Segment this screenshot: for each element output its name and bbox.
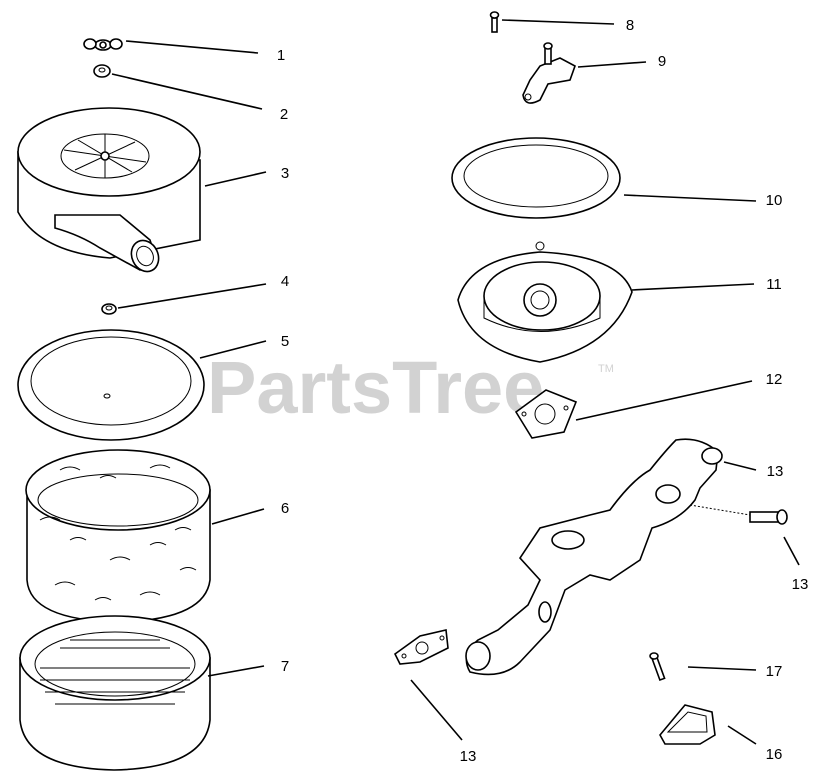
- callout-9: 9: [658, 53, 666, 70]
- part-1-wing-nut: [83, 38, 123, 51]
- callout-16: 16: [766, 746, 783, 763]
- part-13-manifold: [465, 438, 723, 676]
- part-6-foam-element: [25, 449, 211, 623]
- callout-11: 11: [766, 276, 782, 293]
- watermark-tm: TM: [598, 363, 614, 375]
- part-11-base-plate: [457, 241, 633, 363]
- watermark: PartsTree: [207, 346, 544, 429]
- callout-5: 5: [281, 333, 289, 350]
- part-13-bolt: [689, 504, 788, 525]
- callout-12: 12: [766, 371, 783, 388]
- part-3-air-cleaner-cover: [17, 107, 201, 273]
- part-8-screw: [489, 11, 500, 33]
- callout-17: 17: [766, 663, 783, 680]
- callout-3: 3: [281, 165, 289, 182]
- callout-1: 1: [277, 47, 285, 64]
- callout-7: 7: [281, 658, 289, 675]
- leader-lines: [111, 19, 800, 745]
- callout-8: 8: [626, 17, 634, 34]
- callout-13-manifold: 13: [767, 463, 784, 480]
- part-5-base-plate: [17, 329, 205, 441]
- callout-6: 6: [281, 500, 289, 517]
- part-7-pleated-element: [19, 615, 211, 771]
- part-10-gasket-ring: [451, 137, 621, 219]
- part-17-screw: [649, 652, 666, 682]
- part-9-bracket: [522, 42, 576, 104]
- callout-13-bolt: 13: [792, 576, 809, 593]
- part-16-cap: [659, 704, 716, 745]
- part-13-flange-gasket: [393, 629, 449, 665]
- callout-4: 4: [281, 273, 289, 290]
- part-2-nut: [93, 64, 111, 78]
- callout-13-gasket: 13: [460, 748, 477, 765]
- part-4-nut: [101, 303, 117, 315]
- callout-10: 10: [766, 192, 783, 209]
- part-12-gasket: [514, 389, 578, 439]
- callout-2: 2: [280, 106, 288, 123]
